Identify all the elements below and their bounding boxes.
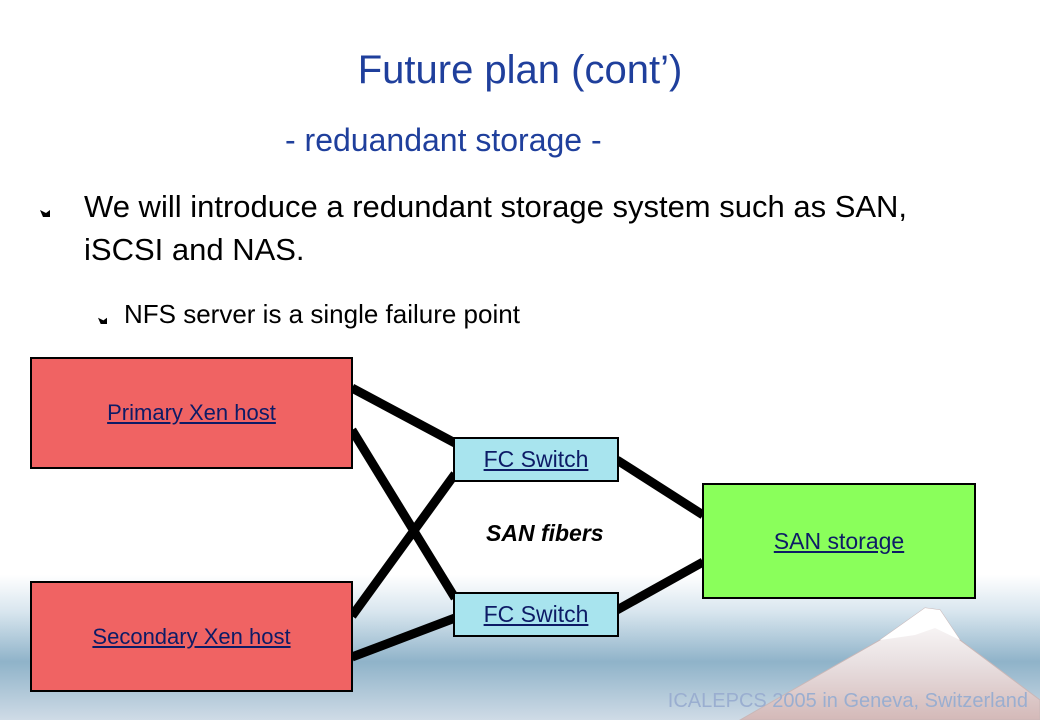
- san-storage-box: SAN storage: [702, 483, 976, 599]
- san-fibers-label: SAN fibers: [486, 520, 604, 546]
- fc-switch-top-label[interactable]: FC Switch: [483, 446, 589, 472]
- bullet-icon: [40, 210, 50, 217]
- fc-switch-bottom-box: FC Switch: [453, 592, 619, 637]
- fc-switch-top-box: FC Switch: [453, 437, 619, 482]
- link-primary-to-bottom-switch: [348, 427, 459, 601]
- fc-switch-bottom-label[interactable]: FC Switch: [483, 601, 589, 627]
- sub-bullet-icon: [98, 317, 107, 324]
- secondary-xen-host-box: Secondary Xen host: [30, 581, 353, 692]
- link-secondary-to-bottom-switch: [350, 613, 457, 662]
- link-bottom-switch-to-storage: [614, 558, 706, 614]
- link-top-switch-to-storage: [614, 456, 706, 519]
- footer-text: ICALEPCS 2005 in Geneva, Switzerland: [667, 690, 1028, 712]
- secondary-xen-host-label[interactable]: Secondary Xen host: [92, 623, 291, 649]
- slide-title: Future plan (cont’): [357, 48, 683, 92]
- slide-subtitle: - reduandant storage -: [285, 122, 602, 158]
- link-primary-to-top-switch: [349, 384, 458, 447]
- primary-xen-host-label[interactable]: Primary Xen host: [107, 400, 276, 425]
- bullet-sub: NFS server is a single failure point: [124, 299, 520, 329]
- link-secondary-to-top-switch: [348, 471, 459, 619]
- bullet-main: We will introduce a redundant storage sy…: [84, 189, 908, 267]
- primary-xen-host-box: Primary Xen host: [30, 357, 353, 469]
- san-storage-label[interactable]: SAN storage: [773, 527, 905, 554]
